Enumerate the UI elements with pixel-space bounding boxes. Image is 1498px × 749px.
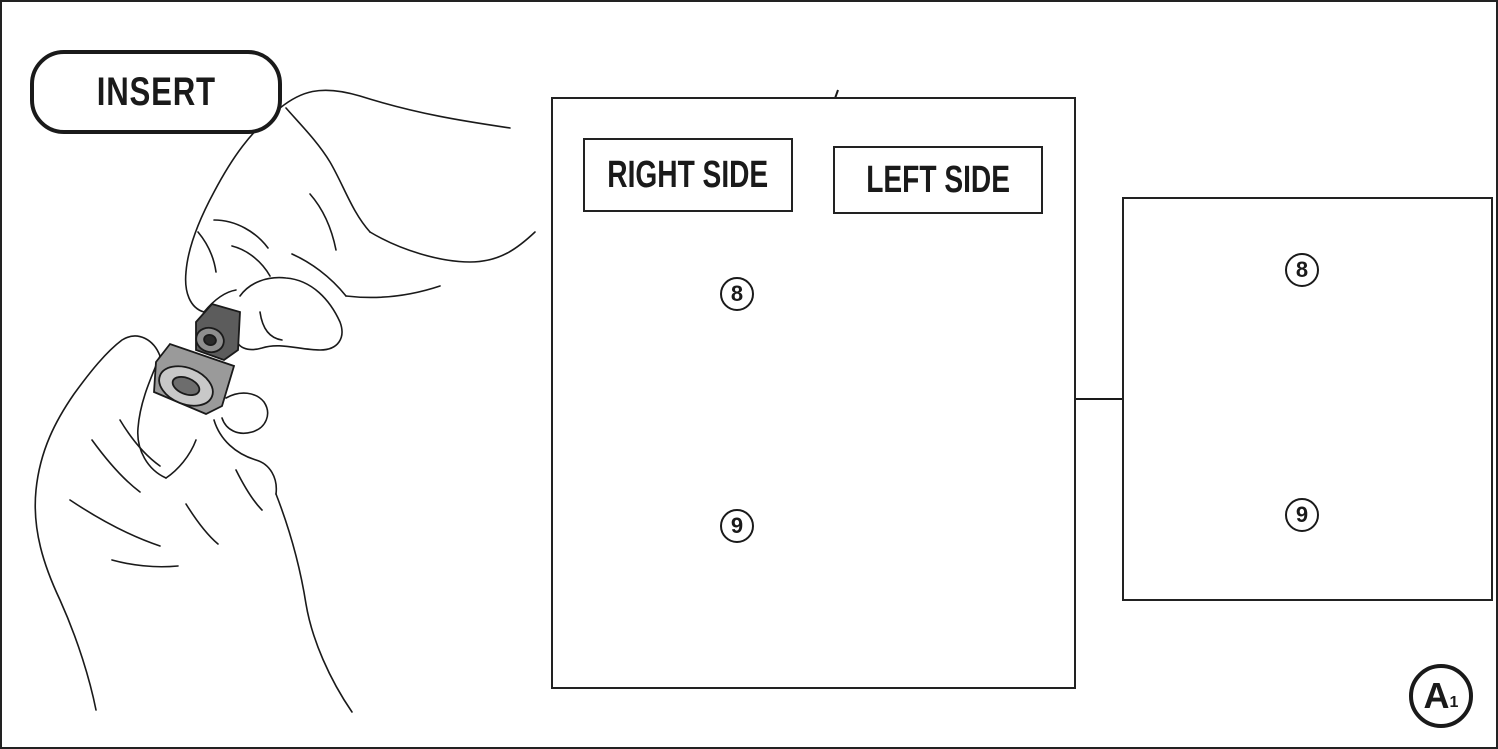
insert-label: INSERT [96,69,216,114]
left-side-label: LEFT SIDE [866,158,1010,201]
spacer-number-badge: 8 [720,277,754,311]
lower-hand [34,335,353,713]
insert-label-pill: INSERT [30,50,282,134]
figure-mark-index: 1 [1449,694,1459,711]
figure-mark: A 1 [1409,664,1473,728]
figure-mark-letter: A [1423,675,1450,716]
held-spacer [195,302,241,362]
wheel-number-badge: 9 [720,509,754,543]
left-side-label-box: LEFT SIDE [833,146,1043,214]
right-side-label-box: RIGHT SIDE [583,138,793,212]
right-side-label: RIGHT SIDE [607,153,769,196]
assembled-spacer-badge: 8 [1285,253,1319,287]
held-wheel [153,342,236,415]
assembled-wheel-badge: 9 [1285,498,1319,532]
